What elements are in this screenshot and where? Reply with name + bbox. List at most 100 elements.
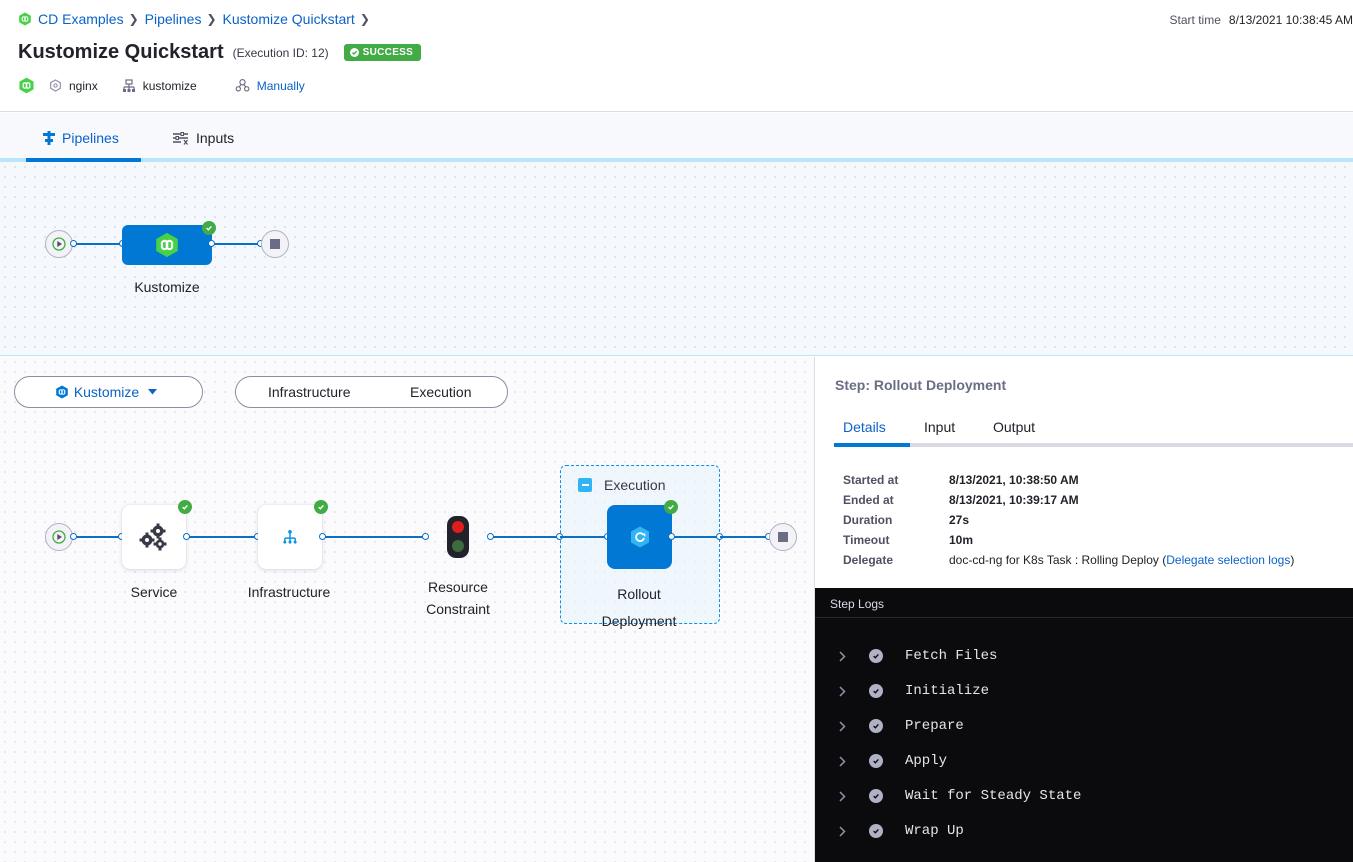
detail-row-timeout: Timeout 10m xyxy=(843,530,1294,550)
tab-pipelines-label: Pipelines xyxy=(62,129,119,146)
log-section[interactable]: Apply xyxy=(839,751,947,771)
check-circle-icon xyxy=(869,719,883,733)
detail-row-duration: Duration 27s xyxy=(843,510,1294,530)
stage-graph[interactable]: Kustomize Infrastructure Execution Servi… xyxy=(0,357,814,862)
active-tab-indicator xyxy=(834,443,910,447)
detail-value: 8/13/2021, 10:39:17 AM xyxy=(949,493,1079,507)
delegate-selection-logs-link[interactable]: Delegate selection logs xyxy=(1166,553,1291,567)
check-circle-icon xyxy=(869,684,883,698)
stage-node-kustomize[interactable] xyxy=(122,225,212,265)
log-section-name: Wrap Up xyxy=(905,823,964,839)
check-circle-icon xyxy=(869,824,883,838)
caret-down-icon xyxy=(148,389,158,395)
trigger-link[interactable]: Manually xyxy=(256,78,305,93)
step-node-infrastructure[interactable] xyxy=(258,505,322,569)
step-node-rollout-deployment[interactable] xyxy=(607,505,672,569)
check-circle-icon xyxy=(349,48,359,57)
rollout-deployment-label: Rollout Deployment xyxy=(579,581,699,635)
log-section[interactable]: Wrap Up xyxy=(839,821,964,841)
cd-module-icon xyxy=(19,77,34,94)
breadcrumb-pipeline[interactable]: Kustomize Quickstart xyxy=(222,11,355,27)
log-section[interactable]: Fetch Files xyxy=(839,646,997,666)
chevron-right-icon: ❯ xyxy=(128,12,139,26)
status-badge: SUCCESS xyxy=(343,44,422,61)
chevron-right-icon xyxy=(839,825,851,837)
stage-selector[interactable]: Kustomize xyxy=(14,376,203,408)
k8s-rollout-icon xyxy=(630,526,649,548)
stage-edge xyxy=(322,536,428,538)
stage-edge xyxy=(720,536,769,538)
stage-section-toggle: Infrastructure Execution xyxy=(235,376,508,408)
detail-key: Delegate xyxy=(843,553,894,567)
log-section-name: Apply xyxy=(905,753,948,769)
log-section[interactable]: Prepare xyxy=(839,716,964,736)
execution-tabs: Pipelines Inputs xyxy=(0,113,1353,162)
tab-input[interactable]: Input xyxy=(924,419,956,435)
log-section[interactable]: Initialize xyxy=(839,681,989,701)
segment-execution[interactable]: Execution xyxy=(410,384,472,400)
pipeline-graph[interactable]: Kustomize xyxy=(0,162,1353,356)
detail-row-ended: Ended at 8/13/2021, 10:39:17 AM xyxy=(843,490,1294,510)
chevron-right-icon xyxy=(839,790,851,802)
resource-constraint-line1: Resource xyxy=(428,579,488,595)
cd-stage-icon xyxy=(156,232,178,258)
stage-label: Kustomize xyxy=(134,279,200,295)
breadcrumb-pipelines[interactable]: Pipelines xyxy=(144,11,202,27)
detail-value: doc-cd-ng for K8s Task : Rolling Deploy … xyxy=(949,553,1294,567)
connector-port xyxy=(70,533,77,540)
chevron-right-icon xyxy=(839,720,851,732)
pipeline-edge xyxy=(212,243,261,245)
chevron-right-icon xyxy=(839,685,851,697)
tab-pipelines[interactable]: Pipelines xyxy=(43,113,119,162)
log-section[interactable]: Wait for Steady State xyxy=(839,786,1081,806)
stage-edge xyxy=(73,536,123,538)
user-trigger-icon xyxy=(235,79,250,92)
connector-port xyxy=(319,533,326,540)
execution-meta: nginx kustomize Manually xyxy=(18,77,305,94)
infrastructure-icon xyxy=(283,530,297,544)
log-section-name: Prepare xyxy=(905,718,964,734)
service-name: nginx xyxy=(69,78,98,93)
stage-edge xyxy=(186,536,258,538)
breadcrumb: CD Examples ❯ Pipelines ❯ Kustomize Quic… xyxy=(18,11,376,27)
connector-port xyxy=(668,533,675,540)
step-node-service[interactable] xyxy=(122,505,186,569)
breadcrumb-project[interactable]: CD Examples xyxy=(38,11,124,27)
service-label: Service xyxy=(130,584,178,600)
status-text: SUCCESS xyxy=(362,47,414,58)
log-section-name: Initialize xyxy=(905,683,990,699)
connector-port xyxy=(70,240,77,247)
stage-edge xyxy=(490,536,560,538)
rollout-success-icon xyxy=(664,500,678,514)
check-circle-icon xyxy=(869,789,883,803)
stop-icon xyxy=(270,239,280,249)
start-time-label: Start time xyxy=(1169,13,1221,27)
tab-inputs[interactable]: Inputs xyxy=(172,113,234,162)
execution-id: (Execution ID: 12) xyxy=(232,45,329,60)
stage-end-node xyxy=(769,523,797,551)
trigger-meta: Manually xyxy=(235,78,305,93)
cd-stage-icon xyxy=(56,385,68,399)
stage-selector-label: Kustomize xyxy=(73,384,140,400)
log-section-name: Fetch Files xyxy=(905,648,998,664)
delegate-name: doc-cd-ng for K8s Task : Rolling Deploy xyxy=(949,553,1159,567)
detail-value: 10m xyxy=(949,533,974,547)
play-icon xyxy=(52,237,66,251)
tab-output[interactable]: Output xyxy=(993,419,1036,435)
service-meta: nginx xyxy=(49,79,98,93)
play-icon xyxy=(52,530,66,544)
connector-port xyxy=(183,533,190,540)
collapse-icon[interactable] xyxy=(578,478,592,492)
step-logs: Step Logs Fetch Files Initialize Prepare… xyxy=(815,588,1353,862)
environment-meta: kustomize xyxy=(122,79,197,93)
infrastructure-success-icon xyxy=(314,500,328,514)
stop-icon xyxy=(778,532,788,542)
step-details: Started at 8/13/2021, 10:38:50 AM Ended … xyxy=(843,470,1294,570)
tab-details[interactable]: Details xyxy=(843,419,886,435)
traffic-light-icon[interactable] xyxy=(447,516,469,558)
segment-infrastructure[interactable]: Infrastructure xyxy=(268,384,351,400)
detail-key: Timeout xyxy=(843,533,890,547)
pipeline-end-node xyxy=(261,230,289,258)
rollout-line2: Deployment xyxy=(601,613,677,629)
service-success-icon xyxy=(178,500,192,514)
